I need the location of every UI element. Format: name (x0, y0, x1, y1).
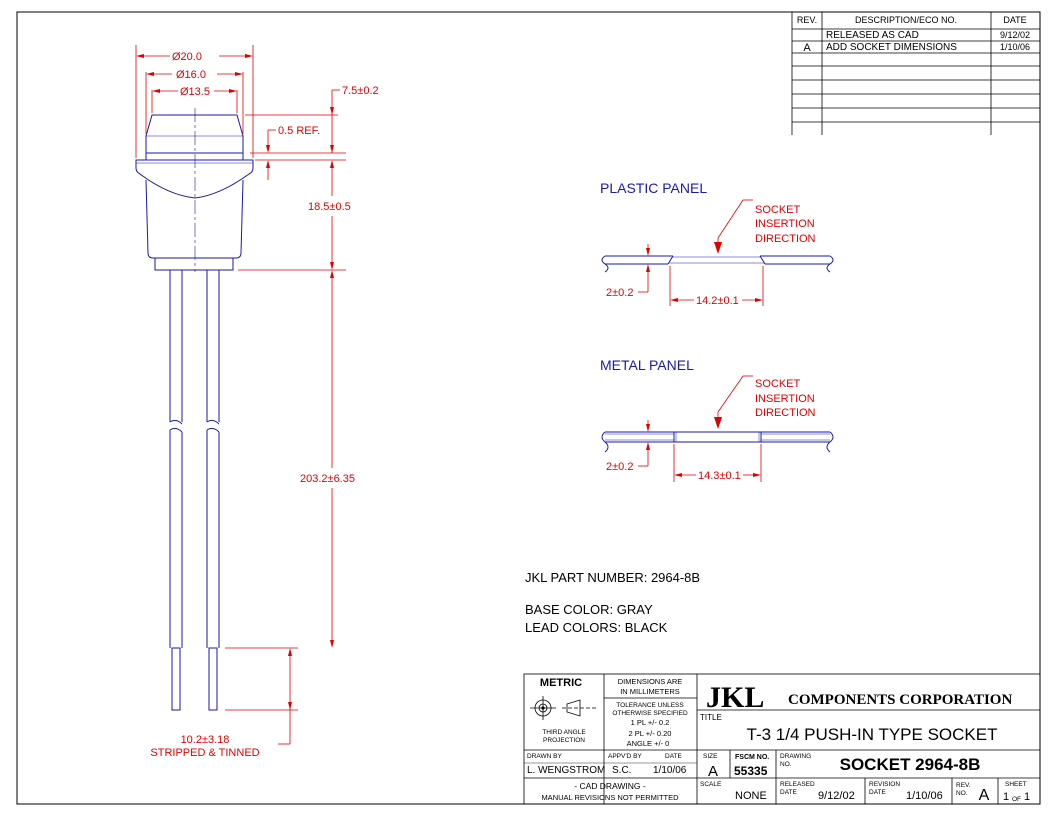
metal-panel-arrows (646, 417, 761, 477)
rev-header-rev: REV. (797, 15, 817, 25)
rev-no-label-1: REV. (956, 782, 971, 789)
tolerance-1pl: 1 PL +/- 0.2 (631, 718, 670, 727)
plastic-panel-arrows (646, 242, 763, 302)
socket-side-view (135, 114, 254, 711)
fscm-label: FSCM NO. (735, 754, 769, 761)
rev-header-date: DATE (1003, 15, 1026, 25)
sheet-total: 1 (1024, 791, 1030, 803)
released-label-1: RELEASED (780, 781, 815, 788)
metric-label: METRIC (540, 677, 582, 689)
tolerance-note-1: TOLERANCE UNLESS (616, 702, 684, 709)
rev-row-2-rev: A (803, 42, 811, 54)
tolerance-angle: ANGLE +/- 0 (627, 739, 670, 748)
company-logo: JKL (706, 681, 764, 714)
plastic-note-3: DIRECTION (755, 233, 816, 245)
drawing-title: T-3 1/4 PUSH-IN TYPE SOCKET (747, 725, 998, 744)
dims-note-2: IN MILLIMETERS (620, 687, 680, 696)
drawing-number: SOCKET 2964-8B (840, 755, 981, 774)
scale-label: SCALE (700, 781, 722, 788)
drawn-by-label: DRAWN BY (527, 753, 562, 760)
drawn-by-value: L. WENGSTROM (527, 765, 605, 776)
revision-table (791, 12, 1040, 135)
date-value: 1/10/06 (653, 765, 687, 776)
base-color-note: BASE COLOR: GRAY (525, 602, 653, 617)
metal-hole: 14.3±0.1 (698, 470, 741, 482)
revision-date: 1/10/06 (906, 790, 943, 802)
dim-0-5-ref: 0.5 REF. (278, 125, 320, 137)
released-label-2: DATE (780, 789, 798, 796)
projection-label-1: THIRD ANGLE (542, 729, 586, 736)
plastic-panel-dims (638, 199, 764, 306)
cad-drawing-note: - CAD DRAWING - (574, 781, 646, 791)
dim-dia-16: Ø16.0 (176, 69, 206, 81)
third-angle-projection-icon (530, 696, 598, 720)
metal-thickness: 2±0.2 (606, 461, 633, 473)
approved-by-label: APPV'D BY (608, 753, 642, 760)
rev-row-2-date: 1/10/06 (1000, 42, 1030, 52)
metal-panel-drawing (601, 431, 834, 453)
size-value: A (708, 763, 718, 780)
socket-dimension-arrows (136, 54, 334, 710)
plastic-thickness: 2±0.2 (606, 287, 633, 299)
plastic-note-1: SOCKET (755, 204, 801, 216)
company-name: COMPONENTS CORPORATION (788, 692, 1012, 708)
tolerance-2pl: 2 PL +/- 0.20 (629, 729, 672, 738)
plastic-hole: 14.2±0.1 (696, 295, 739, 307)
approved-by-value: S.C. (612, 765, 631, 776)
plastic-note-2: INSERTION (755, 218, 815, 230)
dim-dia-20: Ø20.0 (172, 51, 202, 63)
size-label: SIZE (703, 753, 718, 760)
dims-note-1: DIMENSIONS ARE (618, 677, 683, 686)
sheet-label: SHEET (1005, 781, 1027, 788)
sheet-of: OF (1012, 796, 1021, 803)
rev-row-2-desc: ADD SOCKET DIMENSIONS (826, 42, 957, 53)
metal-note-2: INSERTION (755, 393, 815, 405)
dim-height-7-5: 7.5±0.2 (342, 85, 379, 97)
rev-no-value: A (979, 787, 990, 804)
title-label: TITLE (700, 713, 722, 722)
revision-label-2: DATE (869, 789, 887, 796)
rev-header-desc: DESCRIPTION/ECO NO. (855, 15, 957, 25)
drawing-no-label-2: NO. (780, 761, 792, 768)
sheet-number: 1 (1003, 791, 1009, 803)
manual-revisions-note: MANUAL REVISIONS NOT PERMITTED (541, 793, 679, 802)
title-block-grid (523, 673, 1041, 805)
dim-dia-13-5: Ø13.5 (180, 86, 210, 98)
tolerance-note-2: OTHERWISE SPECIFIED (612, 710, 688, 717)
metal-note-1: SOCKET (755, 378, 801, 390)
dim-strip-length: 10.2±3.18 (181, 734, 230, 746)
projection-label-2: PROJECTION (543, 737, 585, 744)
fscm-value: 55335 (734, 764, 768, 778)
rev-no-label-2: NO. (956, 790, 968, 797)
metal-panel-title: METAL PANEL (600, 357, 694, 373)
socket-dimension-lines (135, 45, 346, 745)
rev-row-1-date: 9/12/02 (1000, 30, 1030, 40)
plastic-panel-title: PLASTIC PANEL (600, 180, 707, 196)
metal-panel-dims (638, 375, 762, 482)
part-number-note: JKL PART NUMBER: 2964-8B (525, 570, 700, 585)
scale-value: NONE (735, 790, 767, 802)
drawing-no-label-1: DRAWING (780, 753, 811, 760)
released-date: 9/12/02 (818, 790, 855, 802)
dim-strip-note: STRIPPED & TINNED (150, 747, 259, 759)
lead-colors-note: LEAD COLORS: BLACK (525, 620, 668, 635)
date-label: DATE (665, 753, 683, 760)
plastic-panel-drawing (601, 255, 834, 273)
dim-height-18-5: 18.5±0.5 (308, 201, 351, 213)
dim-lead-length: 203.2±6.35 (300, 473, 355, 485)
revision-label-1: REVISION (869, 781, 900, 788)
metal-note-3: DIRECTION (755, 407, 816, 419)
rev-row-1-desc: RELEASED AS CAD (826, 30, 919, 41)
